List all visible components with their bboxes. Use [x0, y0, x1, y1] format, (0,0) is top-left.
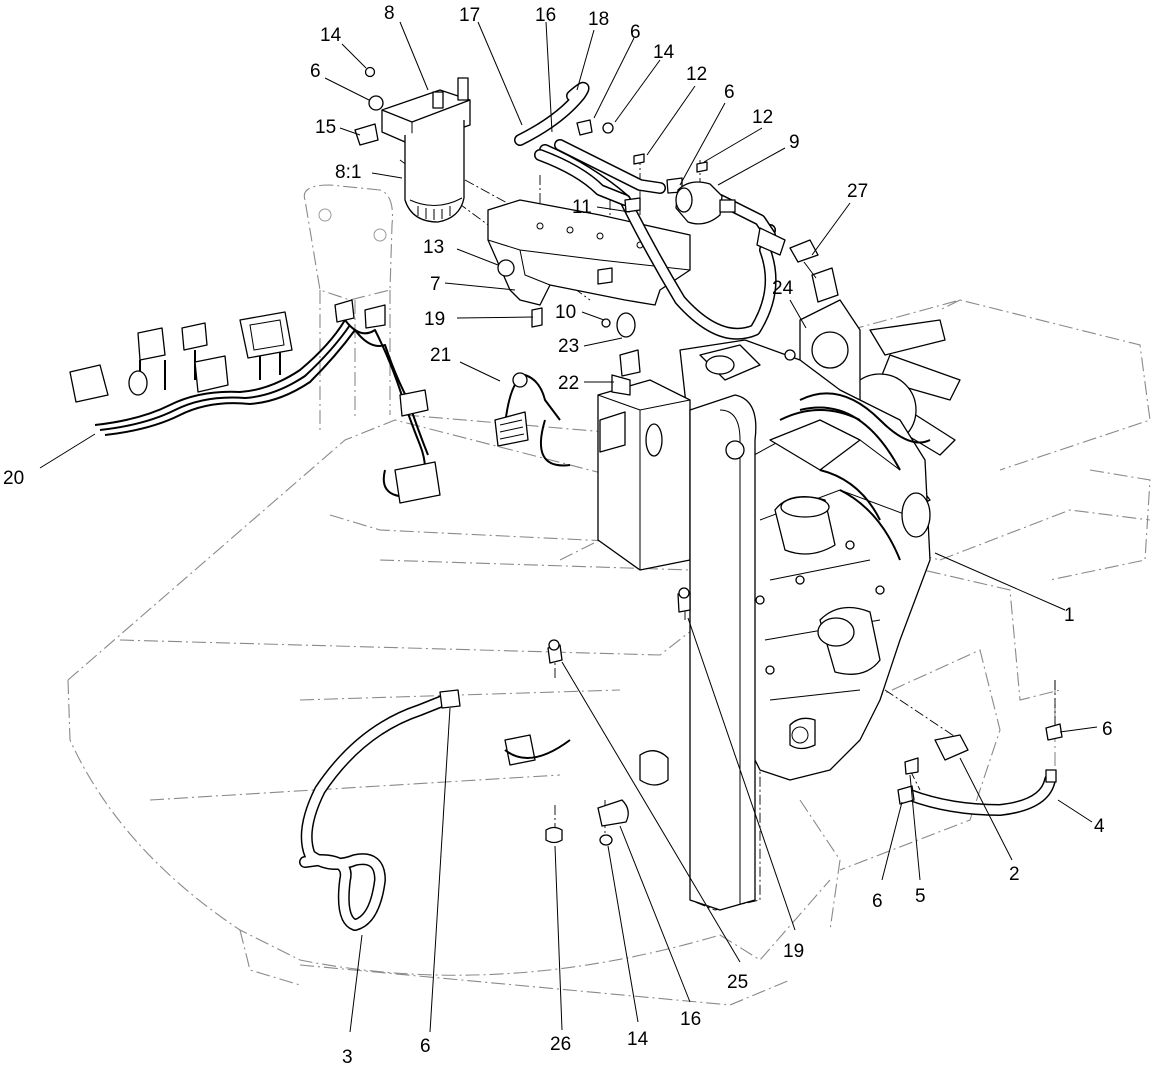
callout-16-b: 16 — [680, 1009, 701, 1030]
callout-6-e: 6 — [872, 891, 883, 912]
callout-6-b: 6 — [310, 61, 321, 82]
wiring-harness-20 — [69, 299, 441, 504]
callout-8-top: 8 — [384, 3, 395, 24]
leader-lines — [39, 21, 1098, 1033]
callout-21: 21 — [430, 345, 451, 366]
callout-16-top: 16 — [535, 5, 556, 26]
callout-7: 7 — [430, 274, 441, 295]
callout-19-a: 19 — [424, 309, 445, 330]
callout-9: 9 — [789, 132, 800, 153]
callout-27: 27 — [847, 181, 868, 202]
callout-10: 10 — [555, 302, 576, 323]
callout-1: 1 — [1064, 605, 1075, 626]
callout-25: 25 — [727, 972, 748, 993]
callout-6-d: 6 — [1102, 719, 1113, 740]
callout-13: 13 — [423, 237, 444, 258]
callout-5: 5 — [915, 886, 926, 907]
callout-11: 11 — [572, 197, 592, 218]
callout-19-b: 19 — [783, 941, 804, 962]
coolant-hose-3 — [299, 689, 461, 931]
callout-24: 24 — [772, 278, 794, 299]
callout-6-a: 6 — [630, 22, 641, 43]
callout-6-f: 6 — [420, 1036, 431, 1057]
callout-14-c: 14 — [627, 1029, 649, 1050]
callout-26: 26 — [550, 1034, 571, 1055]
callout-2: 2 — [1009, 864, 1020, 885]
callout-3: 3 — [342, 1047, 353, 1068]
callout-12-a: 12 — [686, 64, 707, 85]
callout-20: 20 — [3, 468, 24, 489]
callout-23: 23 — [558, 336, 579, 357]
lower-fasteners — [504, 587, 691, 846]
sensor-27 — [789, 239, 839, 303]
fuel-filter-assembly — [354, 66, 471, 223]
callout-12-b: 12 — [752, 107, 773, 128]
callout-labels: 8 17 16 18 6 14 14 6 12 6 12 15 9 8:1 27… — [3, 3, 1113, 1068]
callout-15: 15 — [315, 117, 336, 138]
coolant-hose-4-assembly — [897, 723, 1063, 816]
callout-6-c: 6 — [724, 82, 735, 103]
fuel-component-9 — [675, 181, 786, 256]
callout-18: 18 — [588, 9, 609, 30]
engine-side-upright — [597, 379, 757, 911]
callout-14-b: 14 — [653, 42, 675, 63]
callout-8-1: 8:1 — [335, 162, 361, 183]
callout-17: 17 — [459, 5, 480, 26]
callout-14-a: 14 — [320, 25, 342, 46]
electrical-components-center — [494, 307, 641, 467]
callout-22: 22 — [558, 373, 579, 394]
callout-4: 4 — [1094, 816, 1105, 837]
